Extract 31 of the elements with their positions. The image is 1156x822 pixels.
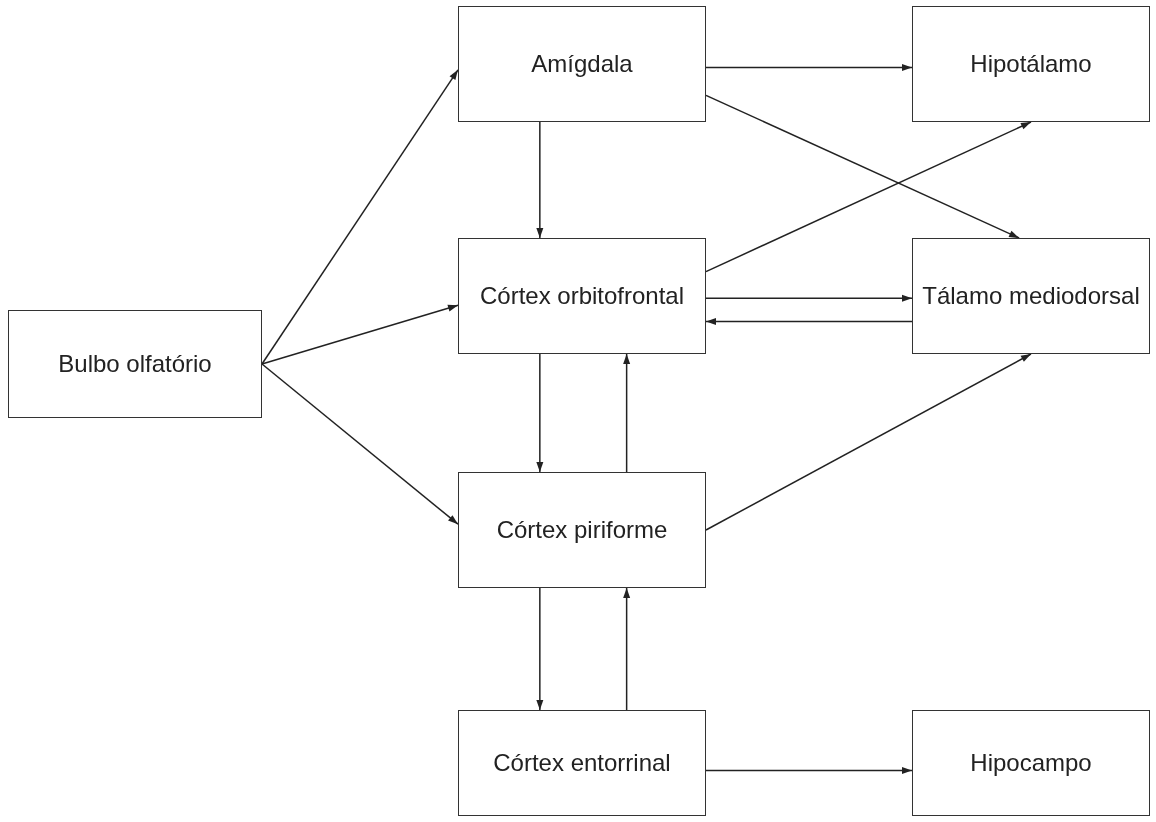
process-box bbox=[912, 6, 1150, 122]
arrow bbox=[705, 318, 913, 325]
arrow bbox=[705, 94, 1020, 239]
arrow bbox=[261, 304, 459, 365]
box-label: Tálamo mediodorsal bbox=[921, 281, 1141, 312]
box-label: Córtex piriforme bbox=[495, 515, 669, 546]
arrow bbox=[705, 294, 913, 302]
arrow bbox=[705, 121, 1032, 273]
process-box bbox=[458, 6, 706, 122]
arrow bbox=[536, 353, 544, 473]
box-label: Hipocampo bbox=[969, 748, 1093, 779]
process-box bbox=[8, 310, 262, 418]
arrow bbox=[536, 121, 544, 239]
process-box bbox=[912, 238, 1150, 354]
arrow bbox=[261, 69, 459, 365]
process-box bbox=[912, 710, 1150, 816]
box-label: Córtex entorrinal bbox=[492, 748, 672, 779]
box-label: Bulbo olfatório bbox=[57, 349, 213, 380]
box-label: Hipotálamo bbox=[969, 49, 1093, 80]
arrow bbox=[623, 587, 631, 711]
arrow bbox=[261, 363, 459, 525]
arrow bbox=[705, 766, 913, 774]
arrow bbox=[536, 587, 544, 711]
process-box bbox=[458, 710, 706, 816]
box-label: Córtex orbitofrontal bbox=[478, 281, 686, 312]
process-box bbox=[458, 472, 706, 588]
process-box bbox=[458, 238, 706, 354]
arrow bbox=[705, 353, 1032, 531]
arrow bbox=[623, 353, 631, 473]
box-label: Amígdala bbox=[530, 49, 634, 80]
arrow bbox=[705, 64, 913, 71]
